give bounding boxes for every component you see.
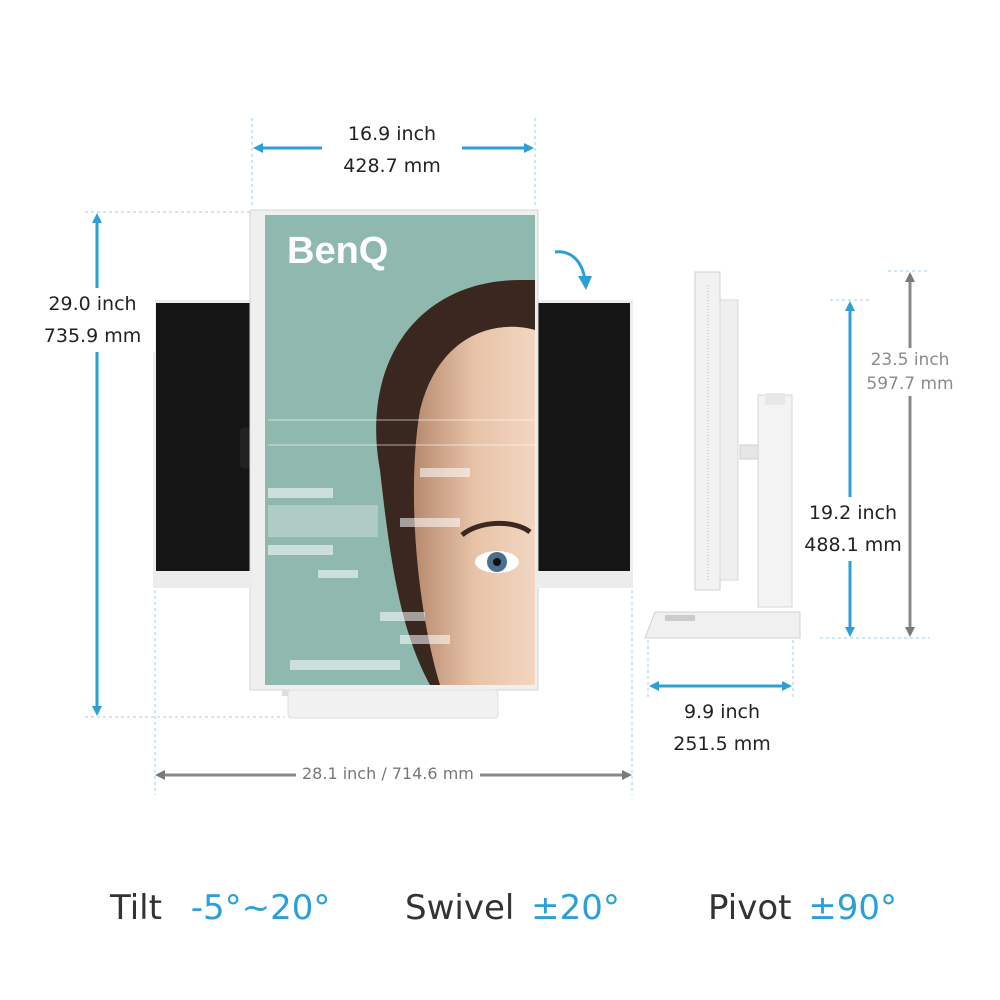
- spec-swivel-name: Swivel: [405, 888, 515, 928]
- guide-lines: [85, 118, 930, 795]
- portrait-monitor: [249, 209, 592, 691]
- side-max-height-label: 23.5 inch 597.7 mm: [862, 348, 958, 396]
- side-view-monitor: [644, 271, 801, 639]
- landscape-width-label: 28.1 inch / 714.6 mm: [296, 764, 480, 783]
- spec-pivot: Pivot ±90°: [708, 888, 897, 928]
- spec-tilt-value: -5°~20°: [190, 888, 331, 928]
- landscape-right-panel: [535, 300, 633, 588]
- base-depth-label: 9.9 inch 251.5 mm: [673, 701, 771, 755]
- side-min-height-label: 19.2 inch 488.1 mm: [798, 497, 908, 561]
- spec-swivel: Swivel ±20°: [405, 888, 620, 928]
- spec-pivot-name: Pivot: [708, 888, 792, 928]
- spec-tilt-name: Tilt: [110, 888, 162, 928]
- front-base: [282, 689, 499, 719]
- landscape-left-panel: [153, 300, 252, 588]
- brand-logo: BenQ: [287, 230, 388, 272]
- total-height-label: 29.0 inch 735.9 mm: [30, 288, 155, 352]
- spec-tilt: Tilt -5°~20°: [110, 888, 330, 928]
- spec-swivel-value: ±20°: [531, 888, 620, 928]
- spec-pivot-value: ±90°: [808, 888, 898, 928]
- top-width-label: 16.9 inch 428.7 mm: [322, 118, 462, 182]
